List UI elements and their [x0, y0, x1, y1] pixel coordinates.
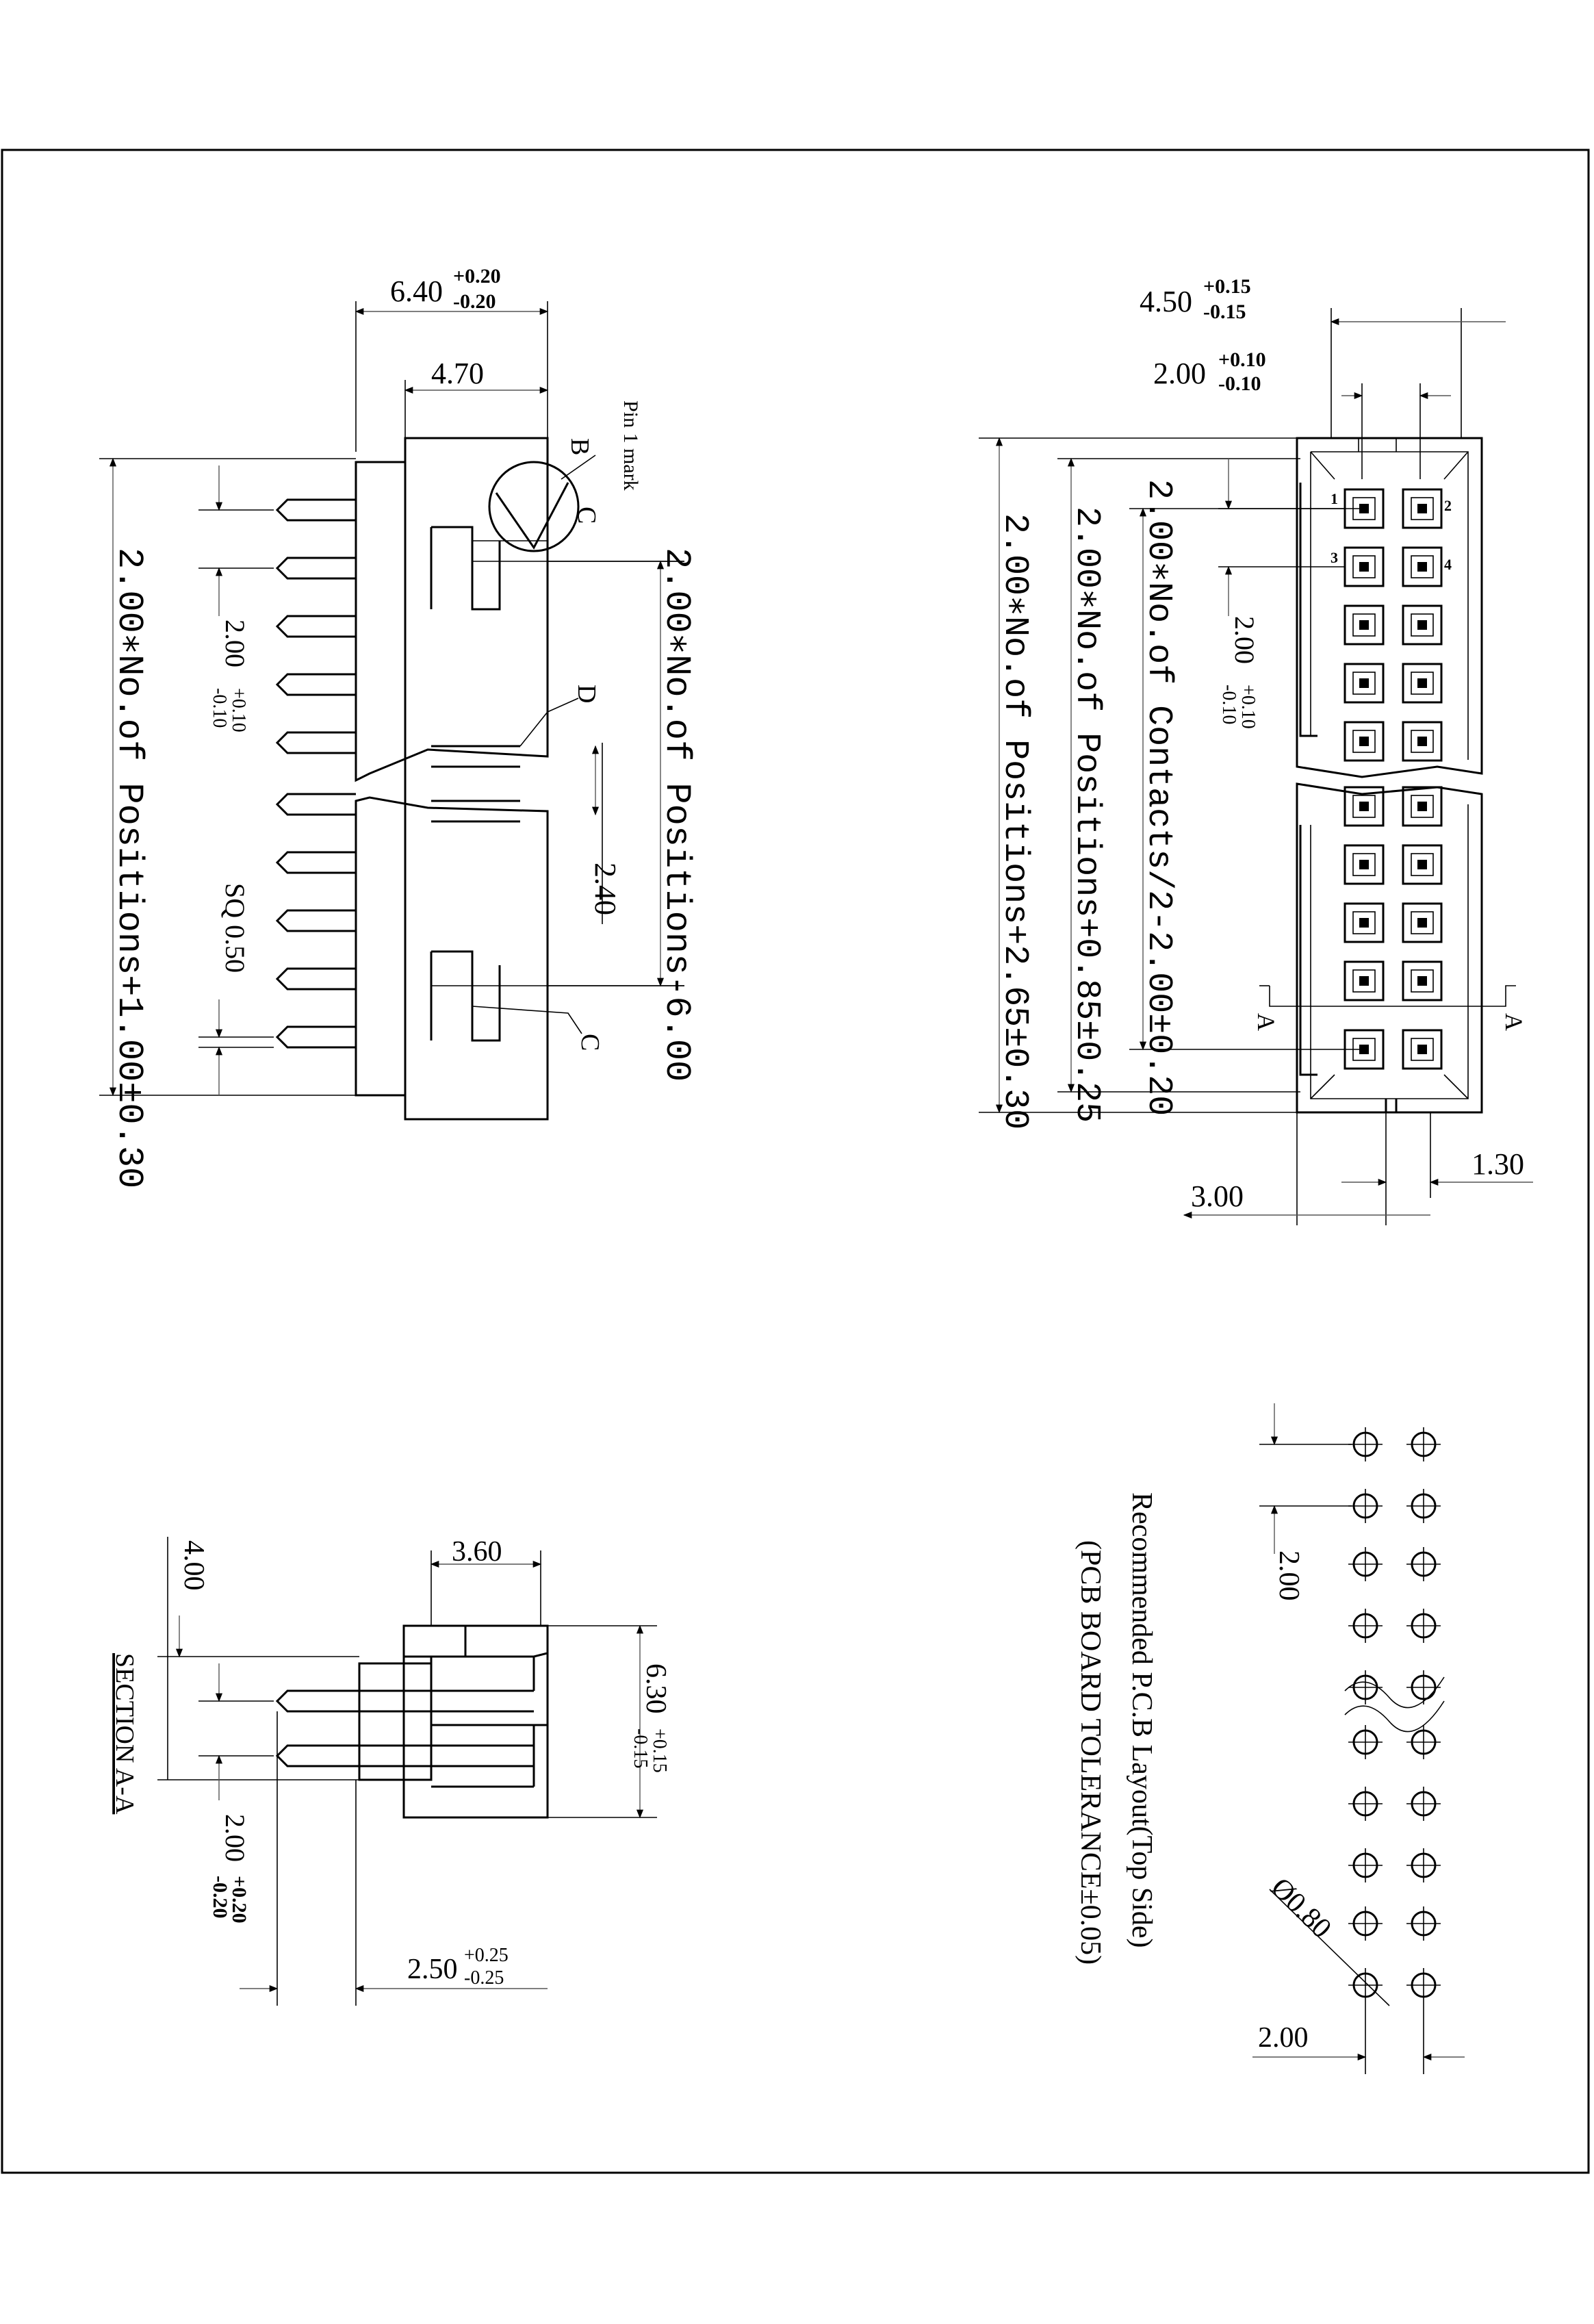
pcb-holes	[1348, 1427, 1441, 2002]
pcb-hole-dim: Ø0.80	[1265, 1872, 1337, 1945]
pcb-layout: Recommended P.C.B Layout(Top Side) (PCB …	[1075, 1403, 1465, 2074]
contact-row-5	[1344, 721, 1443, 762]
side-total-length: 2.00∗No.of Positions+1.00±0.30	[109, 548, 149, 1188]
hole-row-6	[1348, 1725, 1441, 1759]
top-contacts-length: 2.00∗No.of Contacts/2-2.00±0.20	[1139, 479, 1178, 1116]
hole-row-10	[1348, 1968, 1441, 2002]
contact-row-3	[1344, 604, 1443, 646]
section-body-tol-minus: -0.15	[630, 1728, 651, 1768]
section-body-tol-plus: +0.15	[649, 1728, 670, 1773]
side-pitch-tol-plus: +0.10	[228, 688, 249, 732]
pcb-layout-title: Recommended P.C.B Layout(Top Side)	[1126, 1492, 1157, 1948]
section-pitch-dim: 2.00	[220, 1814, 250, 1862]
section-mark-left: A	[1252, 1013, 1280, 1031]
hole-row-7	[1348, 1787, 1441, 1821]
pcb-row-dim: 2.00	[1273, 1550, 1304, 1601]
key-offset-dim: 3.00	[1191, 1179, 1244, 1213]
key-width-dim: 1.30	[1471, 1147, 1524, 1181]
side-pin-section: SQ 0.50	[220, 883, 250, 973]
hole-row-4	[1348, 1609, 1441, 1643]
section-body-dim: 6.30	[640, 1663, 671, 1714]
side-inner-dim: 4.70	[431, 357, 484, 390]
section-title: SECTION A-A	[110, 1653, 139, 1815]
hole-row-9	[1348, 1906, 1441, 1941]
top-width-tol-minus: -0.15	[1203, 301, 1246, 323]
sheet-border	[1, 149, 1590, 2174]
section-height-dim: 4.00	[178, 1540, 209, 1591]
label-c: C	[572, 507, 601, 524]
hole-row-5	[1348, 1670, 1441, 1704]
pin-number-4: 4	[1444, 556, 1452, 573]
top-row-pitch-tol-minus: -0.10	[1218, 372, 1261, 395]
top-outer-length: 2.00∗No.of Positions+2.65±0.30	[995, 513, 1034, 1129]
section-tail-tol-plus: +0.25	[464, 1945, 509, 1966]
top-width-dim: 4.50	[1140, 285, 1192, 318]
hole-row-1	[1348, 1427, 1441, 1461]
section-pitch-tol-plus: +0.20	[228, 1876, 250, 1924]
pcb-pitch-dim: 2.00	[1258, 2022, 1309, 2054]
top-row-pitch-tol-plus: +0.10	[1218, 348, 1266, 371]
contact-row-4	[1344, 663, 1443, 704]
section-tail-dim: 2.50	[407, 1954, 458, 1985]
section-depth-dim: 3.60	[452, 1536, 502, 1568]
side-inner-length: 2.00∗No.of Positions-6.00	[656, 548, 697, 1082]
side-pitch-tol-minus: -0.10	[209, 688, 230, 728]
top-pitch-tol-plus: +0.10	[1237, 685, 1259, 729]
label-c2: C	[576, 1034, 604, 1051]
contact-row-6	[1344, 786, 1443, 827]
contact-row-2	[1344, 546, 1443, 587]
section-mark-right: A	[1500, 1013, 1528, 1031]
side-width-dim: 6.40	[390, 274, 443, 308]
pin1-mark-label: Pin 1 mark	[619, 400, 642, 491]
pin-number-2: 2	[1444, 497, 1452, 514]
side-gap-dim: 2.40	[589, 863, 622, 915]
pin-number-1: 1	[1331, 490, 1338, 507]
top-contacts	[1344, 488, 1443, 1070]
top-mid-length: 2.00∗No.of Positions+0.85±0.25	[1067, 507, 1106, 1123]
side-width-tol-minus: -0.20	[453, 290, 496, 313]
contact-row-9	[1344, 960, 1443, 1001]
section-tail-tol-minus: -0.25	[464, 1967, 504, 1989]
contact-row-7	[1344, 844, 1443, 885]
label-b: B	[565, 438, 594, 455]
side-width-tol-plus: +0.20	[453, 265, 501, 288]
side-pitch-dim: 2.00	[220, 620, 250, 667]
section-view: SECTION A-A 4.00 3.60 6.30 +0.15 -0.15	[110, 1536, 671, 2006]
contact-row-8	[1344, 902, 1443, 943]
side-view: 6.40 +0.20 -0.20 4.70 Pin 1 mark B C D 2…	[99, 265, 697, 1188]
top-row-pitch-dim: 2.00	[1153, 357, 1206, 390]
hole-row-8	[1348, 1848, 1441, 1882]
section-pitch-tol-minus: -0.20	[209, 1876, 231, 1919]
hole-row-2	[1348, 1489, 1441, 1523]
top-pitch-tol-minus: -0.10	[1218, 685, 1239, 724]
pin-number-3: 3	[1331, 549, 1338, 566]
side-pins	[275, 498, 356, 1049]
top-width-tol-plus: +0.15	[1203, 275, 1251, 298]
hole-row-3	[1348, 1547, 1441, 1581]
top-pitch-dim: 2.00	[1229, 616, 1260, 664]
top-view: 4.50 +0.15 -0.15 2.00 +0.10 -0.10	[979, 275, 1533, 1225]
label-d: D	[572, 685, 601, 703]
pcb-layout-tolerance: (PCB BOARD TOLERANCE±0.05)	[1075, 1540, 1106, 1965]
